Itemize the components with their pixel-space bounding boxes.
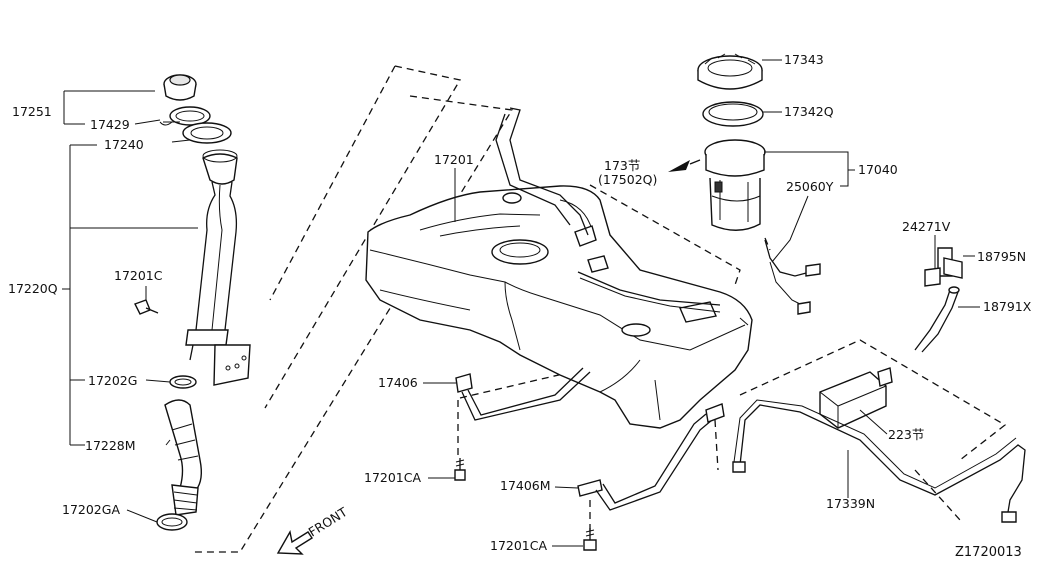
diagram-id: Z1720013 bbox=[955, 545, 1022, 560]
filler-hose-17228m bbox=[164, 399, 203, 516]
hose-clamp-17202ga bbox=[156, 513, 188, 531]
label-17201c: 17201C bbox=[114, 268, 163, 283]
label-17251: 17251 bbox=[12, 104, 52, 119]
strap-bolt-1 bbox=[454, 458, 466, 481]
label-17201ca-2: 17201CA bbox=[490, 538, 547, 553]
vent-hose-18791x bbox=[914, 286, 960, 353]
tank-strap-17406m bbox=[577, 403, 725, 511]
label-17339n: 17339N bbox=[826, 496, 875, 511]
label-17502q: (17502Q) bbox=[598, 172, 657, 187]
label-17220q: 17220Q bbox=[8, 281, 58, 296]
filler-neck-tube bbox=[185, 149, 251, 386]
label-17228m: 17228M bbox=[85, 438, 136, 453]
sensor-24271v bbox=[924, 247, 963, 287]
label-17040: 17040 bbox=[858, 162, 898, 177]
canister-assembly-outline bbox=[739, 339, 1007, 521]
pump-gasket bbox=[702, 101, 764, 127]
filler-assembly-outline bbox=[190, 65, 514, 553]
pump-arrow-line bbox=[689, 159, 701, 165]
filler-ring bbox=[182, 122, 232, 144]
filler-cap bbox=[163, 74, 197, 101]
bolt-17201c bbox=[134, 299, 159, 315]
vapor-tube-17339n bbox=[732, 399, 1026, 523]
label-17343: 17343 bbox=[784, 52, 824, 67]
label-25060y: 25060Y bbox=[786, 179, 834, 194]
label-17240: 17240 bbox=[104, 137, 144, 152]
evap-canister bbox=[819, 367, 893, 429]
hose-clamp-17202g bbox=[169, 375, 197, 389]
label-17202g: 17202G bbox=[88, 373, 137, 388]
label-18791x: 18791X bbox=[983, 299, 1032, 314]
fuel-tank bbox=[365, 107, 753, 429]
label-173: 173节 bbox=[604, 158, 640, 173]
label-17342q: 17342Q bbox=[784, 104, 834, 119]
label-17201: 17201 bbox=[434, 152, 474, 167]
pump-arrow-head bbox=[668, 160, 690, 172]
label-17406m: 17406M bbox=[500, 478, 551, 493]
label-17429: 17429 bbox=[90, 117, 130, 132]
label-17202ga: 17202GA bbox=[62, 502, 120, 517]
strap-bolt-2 bbox=[583, 528, 597, 551]
pump-assembly-outline bbox=[589, 184, 771, 286]
fuel-level-sender bbox=[764, 239, 821, 315]
label-18795n: 18795N bbox=[977, 249, 1026, 264]
label-24271v: 24271V bbox=[902, 219, 951, 234]
label-17201ca-1: 17201CA bbox=[364, 470, 421, 485]
label-223: 223节 bbox=[888, 427, 924, 442]
cap-tether bbox=[159, 106, 211, 126]
leader-lines bbox=[62, 59, 980, 547]
tank-strap-17406 bbox=[455, 367, 591, 421]
front-label: FRONT bbox=[306, 504, 350, 540]
label-17406: 17406 bbox=[378, 375, 418, 390]
front-arrow-icon bbox=[276, 530, 313, 555]
part-labels: 17251 17429 17240 17220Q 17201C 17202G 1… bbox=[8, 52, 1032, 553]
fuel-pump-module bbox=[704, 139, 766, 231]
pump-lock-ring bbox=[697, 53, 763, 90]
